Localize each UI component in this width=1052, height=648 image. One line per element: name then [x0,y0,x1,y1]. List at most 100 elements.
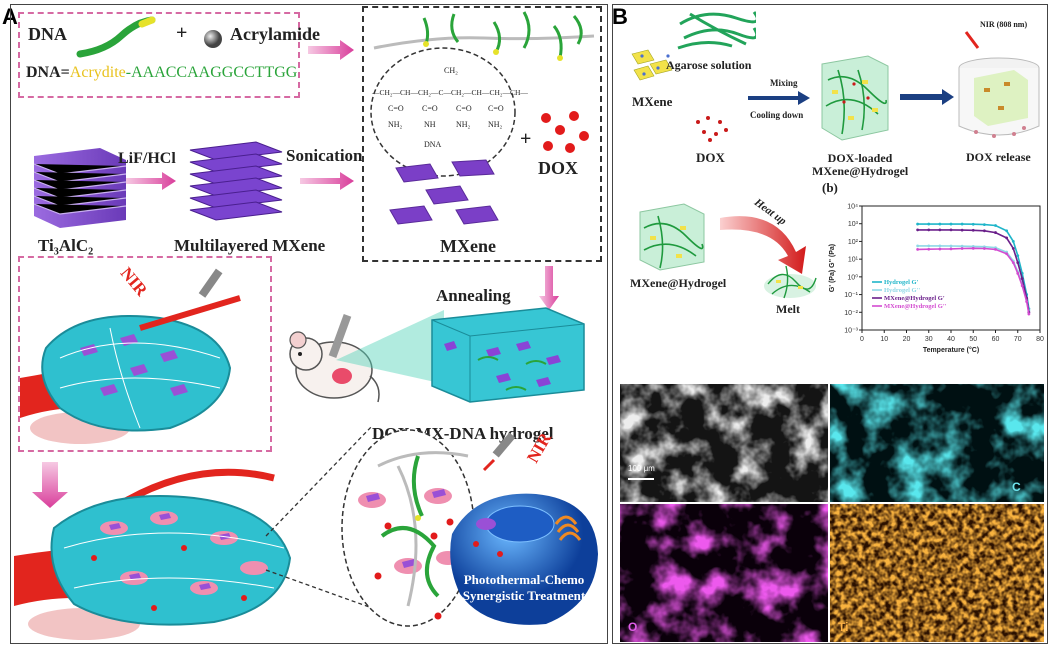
panel-b-frame [612,4,1048,644]
y-tick-label: 10¹ [848,257,859,264]
x-tick-label: 60 [992,336,1000,343]
y-tick-label: 10² [848,239,859,246]
x-tick-label: 50 [969,336,977,343]
data-point [1020,277,1024,281]
multilayered-mxene-icon [189,141,283,221]
data-point [916,222,920,226]
series-line [917,229,1030,313]
panel-a-letter: A [2,4,18,29]
y-axis-label: G' (Pa) G'' (Pa) [829,244,836,292]
tumor-cell-icon [450,493,598,625]
mx-hydrogel-cube-icon [639,203,705,271]
zoom-lines [265,425,373,609]
dox-label: DOX [538,158,578,178]
chem-ch2-top: CH₂ [444,66,458,75]
data-point [982,247,986,250]
data-point [994,224,997,227]
x-tick-label: 80 [1036,336,1044,343]
treatment-line-2: Synergistic Treatment [462,588,586,603]
data-point [994,248,997,251]
data-point [938,222,942,226]
data-point [960,228,964,232]
x-tick-label: 70 [1014,336,1022,343]
chem-co4: C=O [488,104,504,113]
melt-label: Melt [776,302,800,316]
data-point [927,244,931,248]
chem-dna: DNA [424,140,442,149]
data-point [971,246,975,250]
dox-release-dish-icon [958,57,1040,138]
dox-b-molecules-icon [696,116,728,142]
data-point [960,222,964,226]
seq-dash: - [125,64,132,81]
mx-hydrogel-label: MXene@Hydrogel [630,276,727,290]
panel-a-frame [10,4,608,644]
data-point [960,247,964,250]
dox-b-label: DOX [696,150,725,165]
data-point [994,231,997,234]
plus-sign-dox: + [520,128,532,150]
dox-loaded-hydrogel-icon [821,55,889,141]
carbon-texture [830,384,1044,502]
sem-texture [620,384,828,502]
hydrogel-block-icon [431,307,585,403]
acrylamide-label: Acrylamide [230,24,320,44]
data-point [1011,261,1015,265]
data-point [1016,271,1020,275]
treatment-line-1: Photothermal-Chemo [463,572,585,587]
data-point [1005,252,1009,256]
carbon-label: C [1012,480,1021,494]
y-tick-label: 10⁻¹ [844,292,858,299]
laser-pointer-icon [482,432,516,472]
data-point [927,247,931,251]
data-point [949,247,953,251]
cooling-label: Cooling down [750,110,804,120]
tumor-box [18,256,272,452]
heat-up-arrow-icon [720,216,806,274]
arrow-mixing-icon [748,91,810,105]
x-tick-label: 30 [925,336,933,343]
data-point [1005,236,1009,240]
legend-entry: MXene@Hydrogel G'' [884,303,947,310]
annealing-label: Annealing [436,286,511,305]
x-tick-label: 40 [947,336,955,343]
chem-main-chain: —CH₂—CH—CH₂—C—CH₂—CH—CH₂—CH— [372,88,528,97]
dox-loaded-line-1: DOX-loaded [827,151,893,165]
x-tick-label: 0 [860,336,864,343]
data-point [1027,312,1031,316]
data-point [982,229,986,233]
chemical-structure-ellipse [370,47,516,177]
scale-bar-label: 100 μm [628,464,655,473]
subpanel-b-label: (b) [822,180,838,195]
seq-bases: AAACCAAGGCCTTGG [131,64,298,81]
melt-icon [764,265,817,299]
titanium-texture [830,504,1044,642]
y-tick-label: 10⁴ [847,204,858,211]
x-tick-label: 10 [880,336,888,343]
data-point [982,223,986,226]
treatment-label: Photothermal-Chemo Synergistic Treatment [456,572,592,604]
series-line [917,247,1030,315]
dna-label: DNA [28,24,67,44]
chem-co1: C=O [388,104,404,113]
beam-illustration [336,310,444,384]
y-tick-label: 10⁰ [847,273,858,281]
arrow-down-icon-2 [32,462,68,508]
oxygen-label: O [628,620,638,634]
agarose-strands-icon [677,11,756,50]
mxene-nanosheets-icon [631,49,673,81]
chem-co2: C=O [422,104,438,113]
data-point [1016,261,1020,265]
dox-loaded-label: DOX-loaded MXene@Hydrogel [812,152,908,178]
x-tick-label: 20 [903,336,911,343]
data-point [927,222,931,226]
laser-b-icon [964,31,980,49]
eds-map-titanium: Ti [830,504,1044,642]
plus-sign: + [176,22,188,44]
arrow-right-icon-2 [126,172,176,190]
panel-b-letter: B [612,4,628,29]
chem-nh: NH [424,120,436,129]
data-point [949,222,953,226]
data-point [960,244,964,248]
